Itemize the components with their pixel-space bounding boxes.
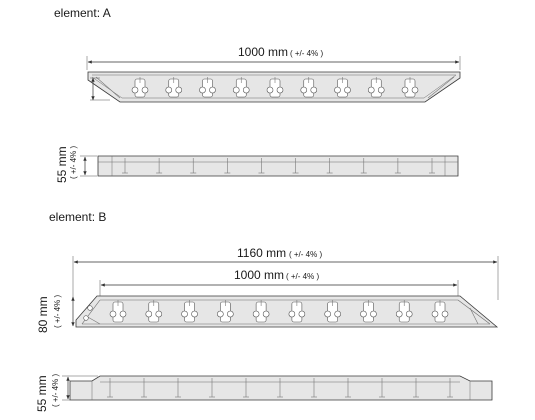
element-b-depth-dimension: 80 mm ( +/- 4% ) <box>36 295 75 333</box>
side-post <box>122 158 128 174</box>
side-post <box>447 378 453 398</box>
element-a-width-dimension: 1000 mm ( +/- 4% ) <box>86 45 461 70</box>
boss-clip <box>266 77 284 98</box>
side-post <box>345 378 351 398</box>
side-post <box>326 158 333 174</box>
element-a-height-tolerance: ( +/- 4% ) <box>69 146 78 179</box>
boss-clip <box>109 300 127 323</box>
side-post <box>141 378 147 398</box>
boss-clip <box>288 300 306 323</box>
element-a-bosses <box>131 77 419 98</box>
element-a-posts <box>122 158 435 174</box>
element-b-outer-width-tolerance: ( +/- 4% ) <box>289 250 322 259</box>
boss-clip <box>131 77 149 98</box>
element-a-side-view <box>97 155 459 177</box>
side-post <box>156 158 163 174</box>
element-a-depth-dimension <box>90 77 110 101</box>
element-b-posts <box>107 378 453 398</box>
side-post <box>429 158 435 174</box>
element-b-inner-width-value: 1000 mm <box>234 268 284 282</box>
boss-clip <box>217 300 234 323</box>
boss-clip <box>300 77 318 98</box>
element-b-height-dimension: 55 mm ( +/- 4% ) <box>35 374 98 412</box>
boss-clip <box>145 300 163 323</box>
element-b-top-view <box>75 295 499 328</box>
boss-clip <box>252 300 270 323</box>
boss-clip <box>165 77 183 98</box>
boss-clip <box>360 300 377 323</box>
element-b-outer-width-dimension: 1160 mm ( +/- 4% ) <box>72 246 499 300</box>
boss-clip <box>324 300 341 323</box>
side-post <box>175 378 181 398</box>
side-post <box>190 158 197 174</box>
side-post <box>360 158 367 174</box>
element-b-depth-tolerance: ( +/- 4% ) <box>53 295 62 328</box>
element-b-inner-width-tolerance: ( +/- 4% ) <box>286 272 319 281</box>
element-b-title: element: B <box>49 210 106 224</box>
element-a-title: element: A <box>54 6 111 20</box>
boss-clip <box>367 77 385 98</box>
side-post <box>311 378 317 398</box>
boss-clip <box>401 77 419 98</box>
element-b-height-value: 55 mm <box>35 375 49 412</box>
side-post <box>379 378 385 398</box>
boss-clip <box>431 300 449 323</box>
side-post <box>394 158 401 174</box>
element-b-inner-width-dimension: 1000 mm ( +/- 4% ) <box>99 268 459 296</box>
boss-clip <box>232 77 250 98</box>
side-post <box>209 378 215 398</box>
element-a-top-view <box>87 71 461 103</box>
side-post <box>413 378 419 398</box>
element-a-width-value: 1000 mm <box>238 45 288 59</box>
element-b-height-tolerance: ( +/- 4% ) <box>51 374 60 407</box>
element-b-depth-value: 80 mm <box>36 296 50 333</box>
boss-clip <box>395 300 413 323</box>
element-a-height-value: 55 mm <box>55 146 69 183</box>
side-post <box>292 158 299 174</box>
boss-clip <box>199 77 216 98</box>
element-b-outer-width-value: 1160 mm <box>237 246 286 260</box>
side-post <box>107 378 113 398</box>
element-a-width-tolerance: ( +/- 4% ) <box>290 49 323 58</box>
boss-clip <box>334 77 351 98</box>
side-post <box>258 158 265 174</box>
element-b-side-view <box>69 375 493 401</box>
element-b-bosses <box>109 300 449 323</box>
side-post <box>243 378 249 398</box>
side-post <box>224 158 231 174</box>
element-a-height-dimension: 55 mm ( +/- 4% ) <box>55 146 97 183</box>
side-post <box>277 378 283 398</box>
boss-clip <box>181 300 198 323</box>
